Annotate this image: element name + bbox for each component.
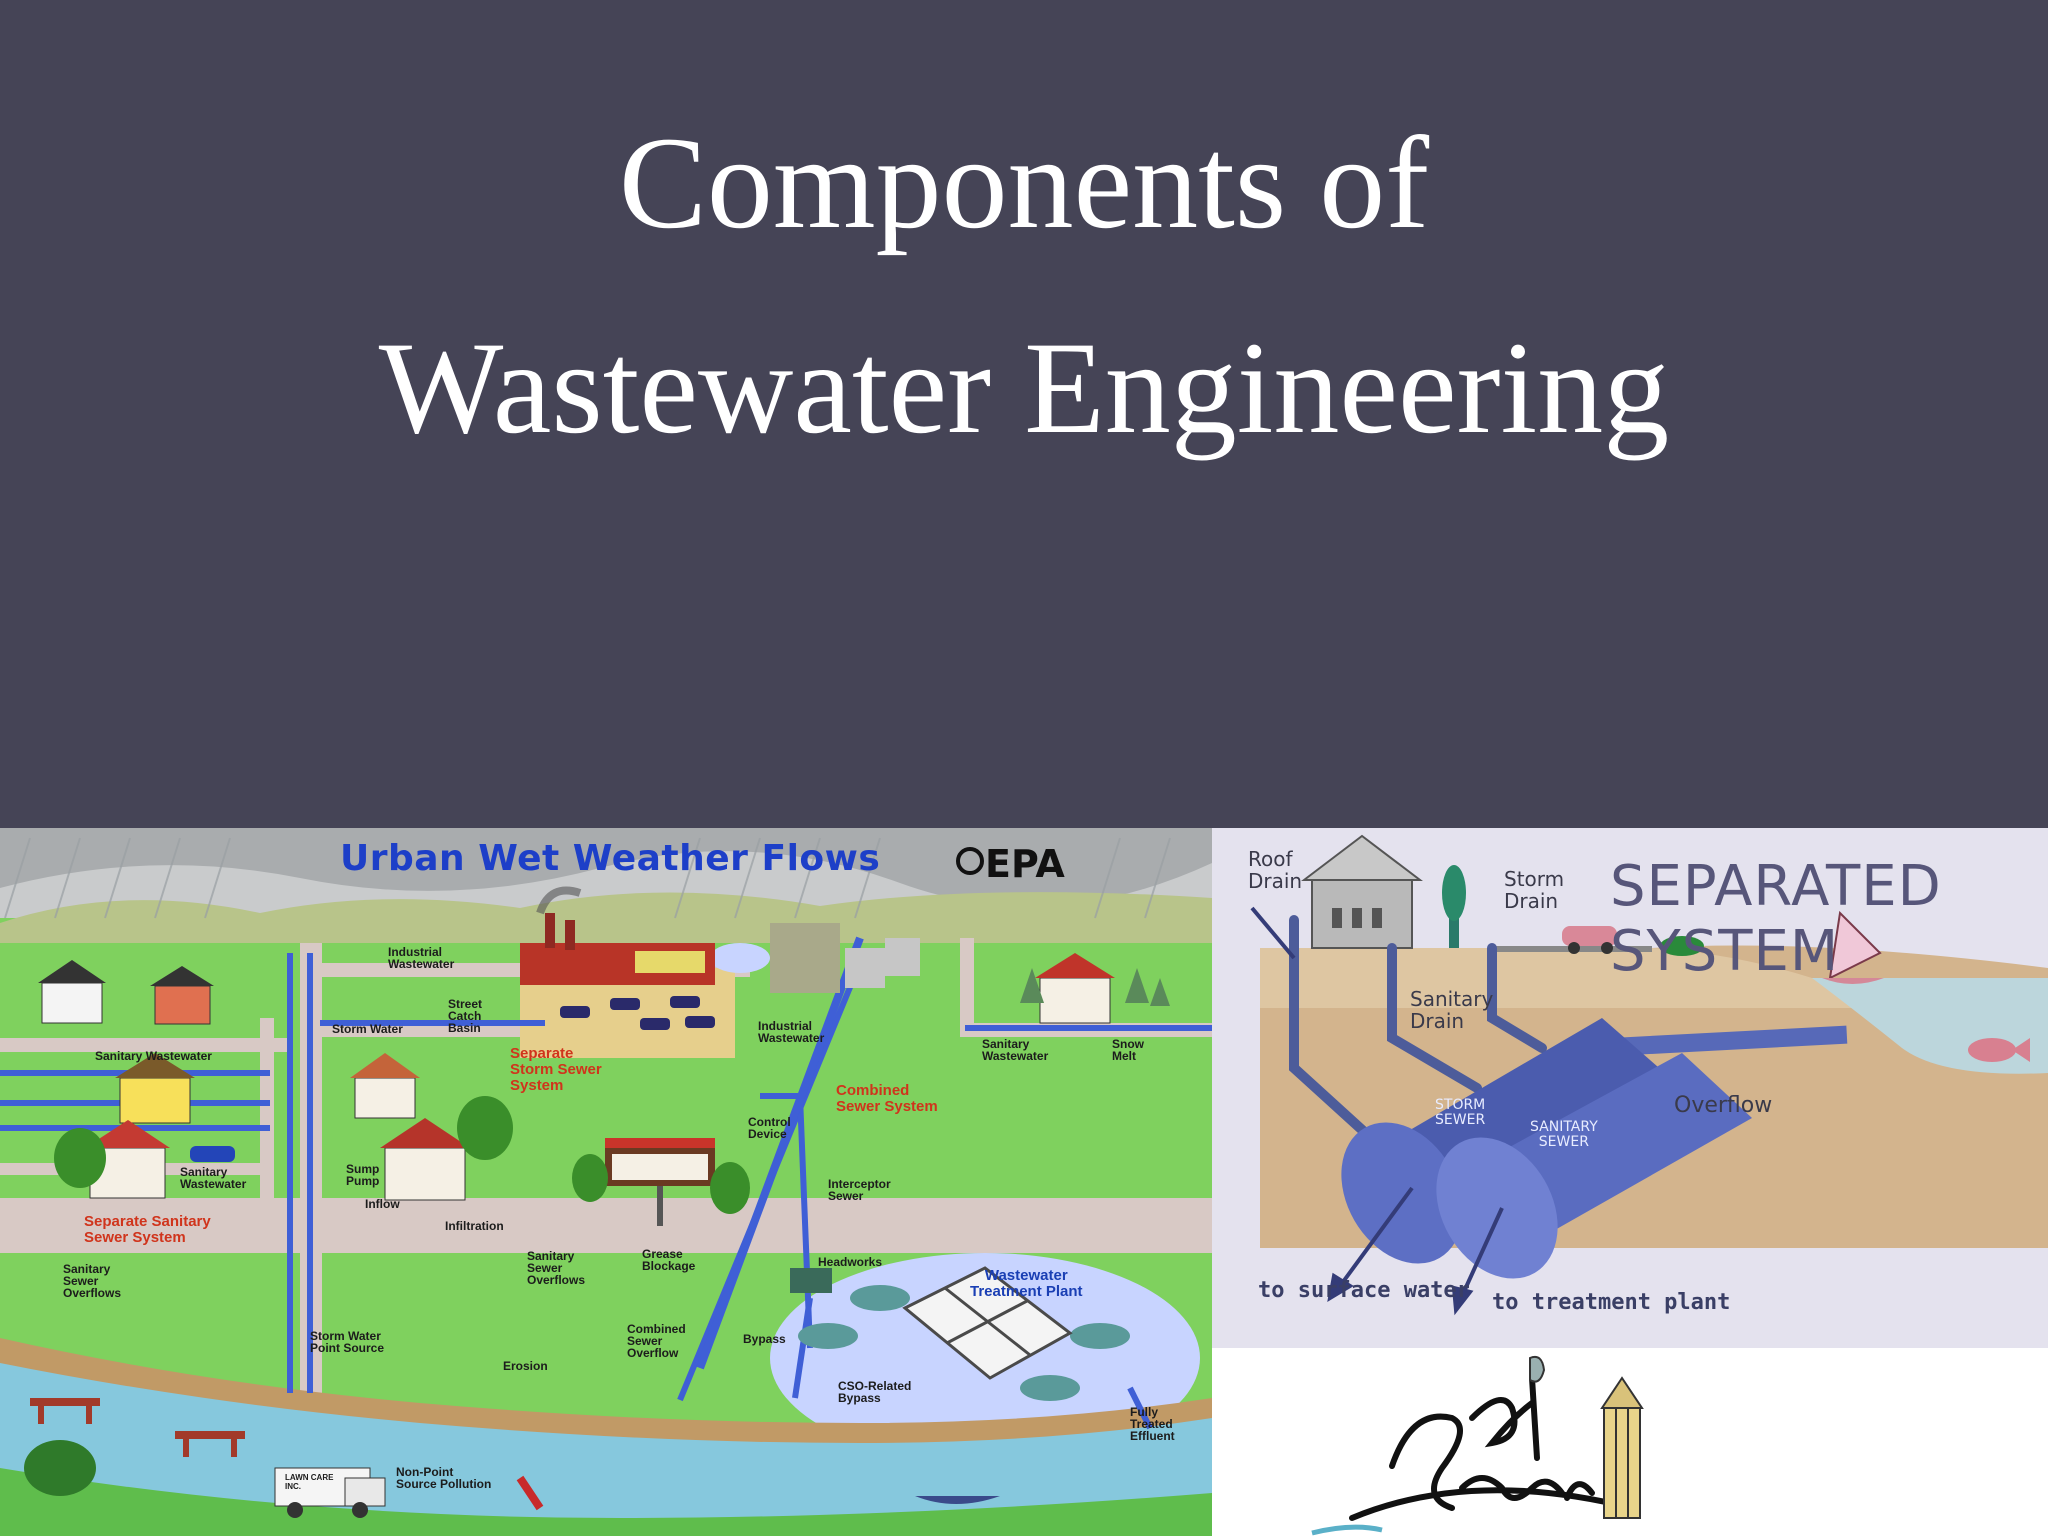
label-infiltration: Infiltration bbox=[445, 1219, 504, 1233]
label-cso-related-bypass: CSO-Related Bypass bbox=[838, 1379, 912, 1405]
label-fully-treated-effluent: Fully Treated Effluent bbox=[1130, 1405, 1175, 1443]
label-sanitary-sewer-overflows-left: Sanitary Sewer Overflows bbox=[63, 1262, 122, 1300]
label-industrial-wastewater: Industrial Wastewater bbox=[388, 945, 455, 971]
separated-system-diagram: Roof Drain Storm Drain SEPARATED SYSTEM … bbox=[1212, 828, 2048, 1348]
label-combined-sewer-overflow: Combined Sewer Overflow bbox=[627, 1322, 686, 1360]
label-sanitary-wastewater-right: Sanitary Wastewater bbox=[982, 1037, 1049, 1063]
label-sanitary-drain: Sanitary Drain bbox=[1410, 987, 1494, 1033]
epa-logo: EPA bbox=[985, 842, 1065, 886]
title-line-2: Wastewater Engineering bbox=[378, 314, 1670, 461]
urban-wet-weather-diagram: Urban Wet Weather Flows EPA Industrial W… bbox=[0, 828, 1212, 1536]
label-sanitary-sewer: SANITARY SEWER bbox=[1530, 1119, 1598, 1150]
label-combined-sewer-system: Combined Sewer System bbox=[836, 1082, 938, 1115]
slide-title: Components of Wastewater Engineering bbox=[0, 80, 2048, 490]
signature-logo bbox=[1311, 1355, 1644, 1536]
label-treatment-plant: Wastewater Treatment Plant bbox=[970, 1267, 1083, 1300]
separated-diagram-illustration bbox=[1250, 834, 2048, 1316]
label-roof-drain: Roof Drain bbox=[1248, 847, 1303, 893]
label-snow-melt: Snow Melt bbox=[1112, 1037, 1144, 1063]
label-inflow: Inflow bbox=[365, 1197, 400, 1211]
label-sump-pump: Sump Pump bbox=[346, 1162, 380, 1188]
label-sanitary-wastewater-top: Sanitary Wastewater bbox=[95, 1049, 212, 1063]
signature-logo-area bbox=[1212, 1348, 2048, 1536]
truck-sign: LAWN CARE INC. bbox=[285, 1473, 334, 1491]
title-line-1: Components of bbox=[618, 109, 1430, 256]
urban-diagram-illustration bbox=[0, 828, 1212, 1536]
label-to-treatment-plant: to treatment plant bbox=[1492, 1290, 1731, 1315]
label-erosion: Erosion bbox=[503, 1359, 548, 1373]
label-storm-water-point-source: Storm Water Point Source bbox=[310, 1329, 385, 1355]
separated-system-heading: SEPARATED SYSTEM bbox=[1610, 854, 1942, 984]
label-storm-drain: Storm Drain bbox=[1504, 867, 1565, 913]
label-industrial-wastewater-2: Industrial Wastewater bbox=[758, 1019, 825, 1045]
label-sanitary-wastewater-left: Sanitary Wastewater bbox=[180, 1165, 247, 1191]
label-to-surface-water: to surface water bbox=[1258, 1278, 1470, 1303]
label-overflow: Overflow bbox=[1674, 1093, 1773, 1118]
label-sanitary-sewer-overflows-middle: Sanitary Sewer Overflows bbox=[527, 1249, 586, 1287]
label-grease-blockage: Grease Blockage bbox=[642, 1247, 696, 1273]
label-bypass: Bypass bbox=[743, 1332, 786, 1346]
label-street-catch-basin: Street Catch Basin bbox=[448, 997, 483, 1035]
label-interceptor-sewer: Interceptor Sewer bbox=[828, 1177, 891, 1203]
label-storm-water: Storm Water bbox=[332, 1022, 403, 1036]
label-control-device: Control Device bbox=[748, 1115, 791, 1141]
label-storm-sewer: STORM SEWER bbox=[1435, 1097, 1486, 1128]
label-headworks: Headworks bbox=[818, 1255, 883, 1269]
urban-diagram-heading: Urban Wet Weather Flows bbox=[340, 838, 881, 879]
label-separate-storm-sewer: Separate Storm Sewer System bbox=[510, 1045, 602, 1094]
label-non-point-source: Non-Point Source Pollution bbox=[396, 1465, 492, 1491]
label-separate-sanitary-sewer: Separate Sanitary Sewer System bbox=[84, 1213, 211, 1246]
